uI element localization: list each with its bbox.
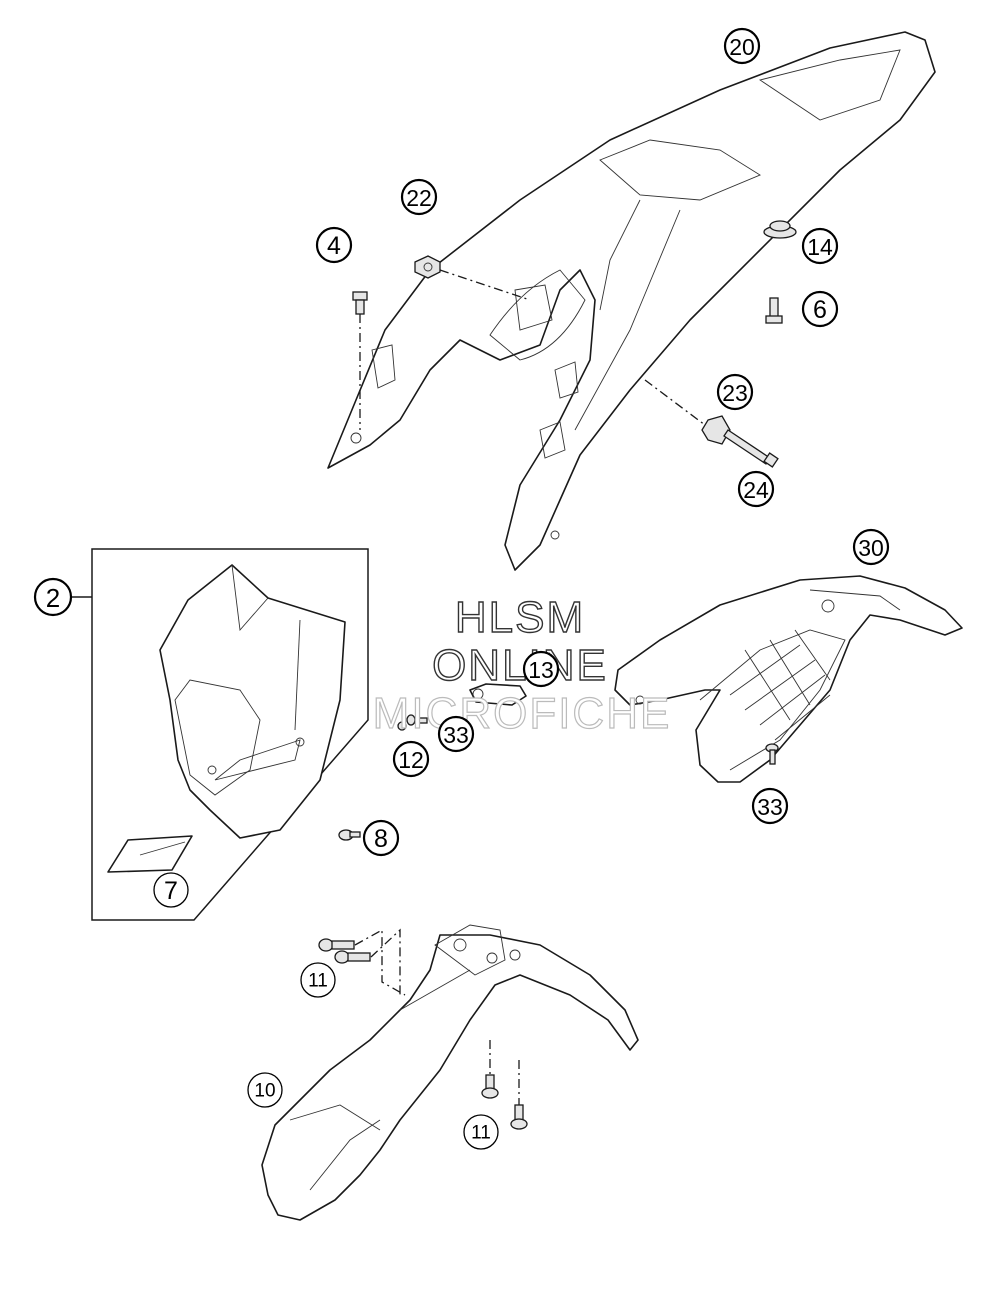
callout-23-label: 23 — [722, 380, 748, 406]
callout-6-label: 6 — [813, 296, 827, 324]
nut-12-hardware — [397, 721, 407, 731]
callout-23[interactable]: 23 — [716, 373, 754, 411]
leader-line-22 — [439, 269, 531, 301]
leader-line-11-upper — [354, 928, 406, 996]
hlsm-watermark: HLSM ONLINE MICROFICHE — [372, 592, 672, 738]
watermark-line2: ONLINE — [432, 641, 608, 690]
callout-33-right-label: 33 — [757, 794, 783, 820]
callout-11-lower[interactable]: 11 — [463, 1114, 499, 1150]
callout-20-label: 20 — [729, 34, 755, 60]
callout-12-label: 12 — [398, 747, 424, 773]
callout-30[interactable]: 30 — [852, 528, 890, 566]
screw-11-upper-hardware — [318, 938, 371, 964]
callout-7-label: 7 — [164, 877, 178, 905]
callout-30-label: 30 — [858, 535, 884, 561]
front-fender-part — [261, 924, 639, 1221]
callout-2-label: 2 — [46, 583, 60, 613]
callout-8-label: 8 — [374, 825, 388, 853]
watermark-line3: MICROFICHE — [373, 689, 672, 738]
callout-22-label: 22 — [406, 185, 432, 211]
callout-20[interactable]: 20 — [723, 27, 761, 65]
grommet-14-hardware — [763, 220, 797, 239]
callout-6[interactable]: 6 — [801, 290, 839, 328]
screw-33-small-hardware — [406, 714, 428, 726]
callout-4-label: 4 — [327, 232, 341, 260]
leader-line-11-lower — [489, 1040, 520, 1105]
callout-7[interactable]: 7 — [153, 872, 189, 908]
bolt-6-hardware — [765, 297, 783, 324]
callout-11-upper-label: 11 — [308, 971, 328, 992]
rear-fender-part — [327, 31, 936, 571]
callout-33-center[interactable]: 33 — [437, 715, 475, 753]
decal-7-part — [107, 835, 193, 873]
callout-8[interactable]: 8 — [362, 819, 400, 857]
screw-33-right-hardware — [765, 743, 779, 765]
nut-22-hardware — [414, 255, 441, 279]
callout-33-right[interactable]: 33 — [751, 787, 789, 825]
callout-2[interactable]: 2 — [33, 577, 73, 617]
watermark-line1: HLSM — [455, 593, 585, 642]
leader-line-23 — [644, 379, 706, 426]
callout-13[interactable]: 13 — [522, 650, 560, 688]
callout-14[interactable]: 14 — [801, 227, 839, 265]
callout-11-upper[interactable]: 11 — [300, 962, 336, 998]
callout-10-label: 10 — [254, 1081, 275, 1102]
clip-13-part — [469, 683, 527, 706]
callout-14-label: 14 — [807, 234, 833, 260]
callout-10[interactable]: 10 — [247, 1072, 283, 1108]
headlight-mask-part — [159, 564, 346, 839]
spacer-23-hardware — [701, 415, 731, 445]
screw-8-hardware — [338, 829, 361, 841]
callout-24[interactable]: 24 — [737, 470, 775, 508]
callout-22[interactable]: 22 — [400, 178, 438, 216]
callout-11-lower-label: 11 — [471, 1123, 491, 1144]
callout-4[interactable]: 4 — [315, 226, 353, 264]
callout-24-label: 24 — [743, 477, 769, 503]
subframe-30-part — [614, 575, 963, 783]
callout-33-center-label: 33 — [443, 722, 469, 748]
callout-13-label: 13 — [528, 657, 554, 683]
callout-12[interactable]: 12 — [392, 740, 430, 778]
screw-4-hardware — [352, 291, 368, 315]
screw-11-lower-hardware — [481, 1074, 528, 1130]
bolt-24-hardware — [723, 429, 779, 468]
